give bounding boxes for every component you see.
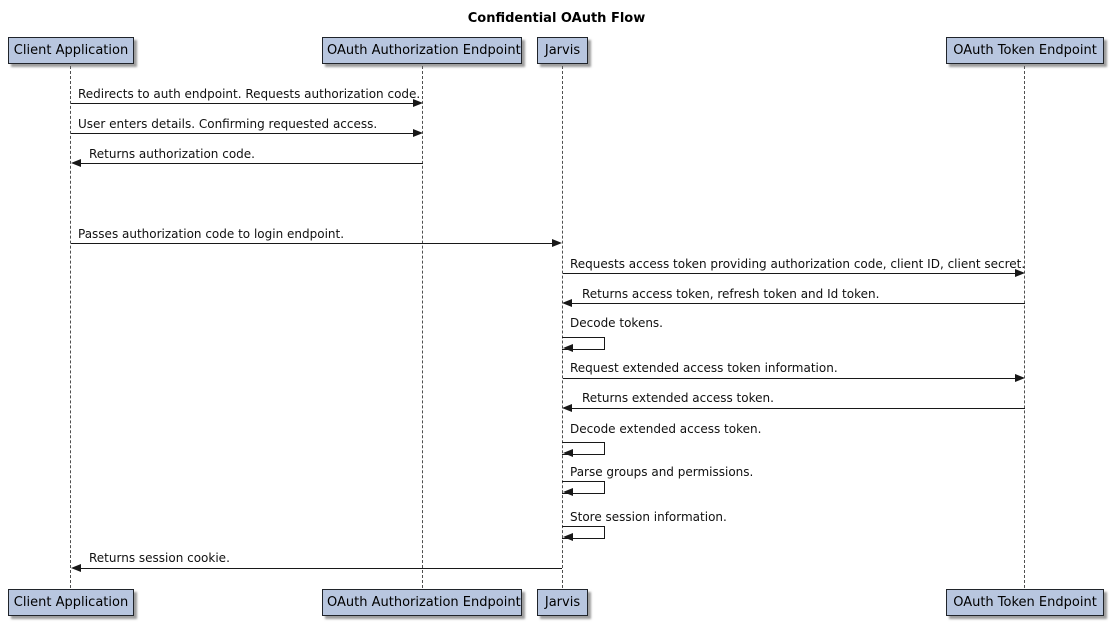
message-label: Request extended access token informatio… xyxy=(570,361,838,375)
arrowhead-right-icon xyxy=(1015,374,1025,382)
message-label: Returns access token, refresh token and … xyxy=(582,287,880,301)
arrowhead-left-icon xyxy=(71,564,81,572)
arrowhead-left-icon xyxy=(563,344,573,352)
arrowhead-left-icon xyxy=(562,299,572,307)
message-label: Passes authorization code to login endpo… xyxy=(78,227,345,241)
arrowhead-left-icon xyxy=(563,533,573,541)
lifeline-jarvis xyxy=(562,66,563,588)
lifeline-client-application xyxy=(70,66,71,588)
message-label: Redirects to auth endpoint. Requests aut… xyxy=(78,87,421,101)
participant-oauth-authorization-endpoint-top: OAuth Authorization Endpoint xyxy=(322,37,522,64)
message-line xyxy=(81,568,562,569)
arrowhead-left-icon xyxy=(562,404,572,412)
message-line xyxy=(81,163,423,164)
arrowhead-right-icon xyxy=(413,99,423,107)
message-label: Requests access token providing authoriz… xyxy=(570,257,1026,271)
lifeline-oauth-token-endpoint xyxy=(1024,66,1025,588)
message-label: User enters details. Confirming requeste… xyxy=(78,117,378,131)
participant-oauth-token-endpoint-top: OAuth Token Endpoint xyxy=(946,37,1104,64)
arrowhead-left-icon xyxy=(563,449,573,457)
message-label: Store session information. xyxy=(570,510,727,524)
arrowhead-right-icon xyxy=(1015,269,1025,277)
participant-jarvis-top: Jarvis xyxy=(537,37,588,64)
message-line xyxy=(572,408,1025,409)
message-label: Decode tokens. xyxy=(570,316,663,330)
arrowhead-left-icon xyxy=(563,488,573,496)
participant-oauth-token-endpoint-bottom: OAuth Token Endpoint xyxy=(946,589,1104,616)
arrowhead-right-icon xyxy=(413,129,423,137)
diagram-title: Confidential OAuth Flow xyxy=(467,11,646,26)
message-line xyxy=(563,273,1015,274)
participant-jarvis-bottom: Jarvis xyxy=(537,589,588,616)
arrowhead-left-icon xyxy=(71,159,81,167)
message-label: Returns extended access token. xyxy=(582,391,774,405)
message-line xyxy=(563,378,1015,379)
arrowhead-right-icon xyxy=(552,239,562,247)
participant-client-application-top: Client Application xyxy=(8,37,134,64)
message-label: Parse groups and permissions. xyxy=(570,465,754,479)
message-line xyxy=(572,303,1025,304)
message-label: Returns session cookie. xyxy=(89,551,230,565)
lifeline-oauth-authorization-endpoint xyxy=(422,66,423,588)
message-line xyxy=(71,103,414,104)
self-call-loop xyxy=(562,337,605,350)
participant-oauth-authorization-endpoint-bottom: OAuth Authorization Endpoint xyxy=(322,589,522,616)
self-call-loop xyxy=(562,526,605,539)
self-call-loop xyxy=(562,442,605,455)
message-line xyxy=(71,133,414,134)
message-label: Returns authorization code. xyxy=(89,147,255,161)
message-label: Decode extended access token. xyxy=(570,422,762,436)
self-call-loop xyxy=(562,481,605,494)
message-line xyxy=(71,243,552,244)
participant-client-application-bottom: Client Application xyxy=(8,589,134,616)
